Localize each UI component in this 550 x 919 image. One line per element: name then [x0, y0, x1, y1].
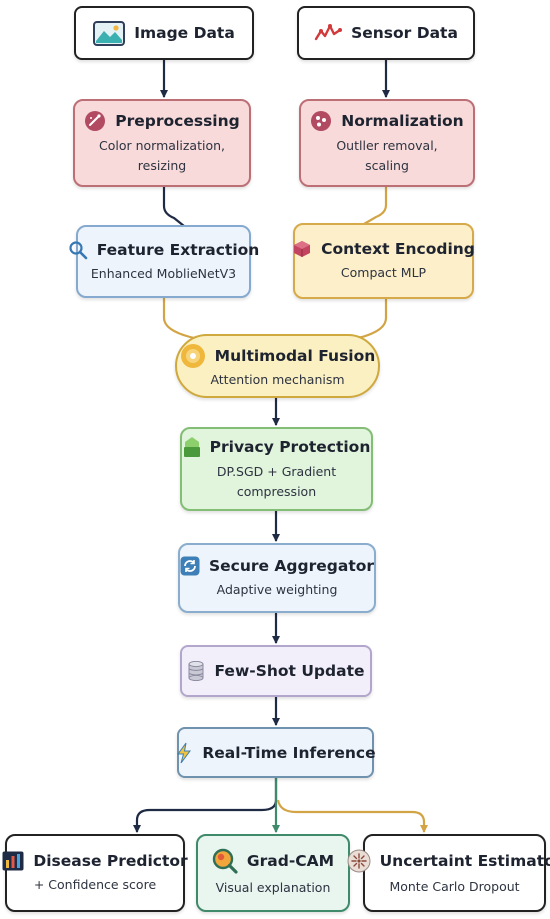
- preprocessing-node: Preprocessing Color normalization, resiz…: [73, 99, 251, 187]
- multimodal-fusion-subtitle: Attention mechanism: [210, 371, 345, 387]
- preprocessing-subtitle: Color normalization, resizing: [99, 136, 225, 176]
- image-icon: [93, 20, 126, 46]
- normalization-node: Normalization Outller removal, scaling: [299, 99, 475, 187]
- real-time-inference-node: Real-Time Inference: [175, 727, 376, 778]
- disease-predictor-node: Disease Predictor + Confidence score: [2, 834, 188, 912]
- normalization-subtitle-line2: scaling: [365, 158, 409, 173]
- disease-predictor-title: Disease Predictor: [33, 852, 188, 870]
- context-encoding-title: Context Encoding: [321, 240, 475, 258]
- image-data-node: Image Data: [74, 6, 254, 60]
- uncertainty-estimator-node: Uncertaint Estimator Monte Carlo Dropout: [347, 834, 550, 912]
- privacy-protection-subtitle-line1: DP.SGD + Gradient: [216, 464, 337, 479]
- scatter-dots-icon: [310, 110, 332, 132]
- context-encoding-subtitle: Compact MLP: [340, 265, 427, 280]
- privacy-protection-node: Privacy Protection DP.SGD + Gradient com…: [180, 427, 373, 511]
- connector-preprocessing-to-feature: [162, 187, 185, 227]
- feature-extraction-subtitle: Enhanced MoblieNetV3: [90, 265, 237, 281]
- privacy-protection-title: Privacy Protection: [209, 438, 371, 456]
- preprocessing-title: Preprocessing: [115, 112, 240, 130]
- preprocessing-subtitle-line2: resizing: [137, 158, 187, 173]
- magnifier-icon: [68, 240, 88, 260]
- sync-icon: [180, 556, 200, 576]
- real-time-inference-title: Real-Time Inference: [202, 743, 376, 762]
- grad-cam-title: Grad-CAM: [246, 852, 335, 870]
- normalization-subtitle: Outller removal, scaling: [336, 136, 437, 176]
- context-encoding-node: Context Encoding Compact MLP: [292, 223, 475, 299]
- sensor-signal-icon: [314, 22, 343, 44]
- few-shot-update-title: Few-Shot Update: [214, 662, 365, 680]
- uncertainty-estimator-subtitle: Monte Carlo Dropout: [389, 879, 520, 894]
- multimodal-fusion-title: Multimodal Fusion: [214, 346, 376, 365]
- bar-chart-icon: [2, 851, 24, 871]
- secure-aggregator-subtitle: Adaptive weighting: [216, 582, 338, 597]
- shield-icon: [183, 436, 201, 458]
- sensor-data-node: Sensor Data: [297, 6, 475, 60]
- preprocessing-subtitle-line1: Color normalization,: [98, 138, 226, 153]
- fusion-target-icon: [180, 343, 206, 369]
- privacy-protection-subtitle: DP.SGD + Gradient compression: [217, 462, 336, 502]
- sensor-data-title: Sensor Data: [351, 24, 458, 42]
- connector-normalization-to-context: [363, 187, 388, 225]
- few-shot-update-node: Few-Shot Update: [180, 645, 372, 697]
- heatmap-magnifier-icon: [212, 848, 238, 874]
- connector-feature-to-fusion: [162, 298, 211, 344]
- secure-aggregator-title: Secure Aggregator: [208, 557, 375, 575]
- uncertainty-icon: [347, 849, 371, 873]
- disease-predictor-subtitle: + Confidence score: [33, 877, 157, 892]
- cube-icon: [292, 239, 312, 259]
- database-icon: [187, 661, 205, 681]
- multimodal-fusion-node: Multimodal Fusion Attention mechanism: [175, 334, 380, 398]
- connector-inference-to-disease: [133, 778, 278, 833]
- connector-inference-to-uncertainty: [276, 799, 428, 833]
- uncertainty-estimator-title: Uncertaint Estimator: [379, 852, 550, 870]
- lightning-icon: [175, 742, 193, 764]
- grad-cam-node: Grad-CAM Visual explanation: [196, 834, 350, 912]
- image-data-title: Image Data: [134, 24, 235, 42]
- secure-aggregator-node: Secure Aggregator Adaptive weighting: [178, 543, 376, 613]
- wand-icon: [84, 110, 106, 132]
- normalization-title: Normalization: [341, 112, 464, 130]
- feature-extraction-title: Feature Extraction: [96, 240, 260, 259]
- grad-cam-subtitle: Visual explanation: [215, 880, 331, 895]
- privacy-protection-subtitle-line2: compression: [236, 484, 317, 499]
- feature-extraction-node: Feature Extraction Enhanced MoblieNetV3: [69, 225, 259, 298]
- normalization-subtitle-line1: Outller removal,: [336, 138, 438, 153]
